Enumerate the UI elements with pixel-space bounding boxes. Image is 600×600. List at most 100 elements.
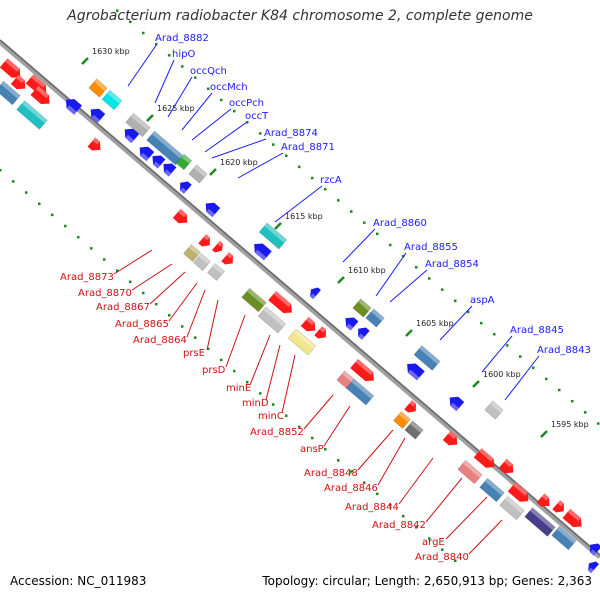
gene-label-arad-8842[interactable]: Arad_8842: [372, 520, 426, 531]
gene-label-mind[interactable]: minD: [242, 398, 269, 409]
gene-label-minc[interactable]: minC: [258, 411, 284, 422]
gene-label-occmch[interactable]: occMch: [210, 82, 248, 93]
leader-line: [181, 92, 213, 131]
feature-block: [352, 298, 372, 318]
gene-label-arad-8865[interactable]: Arad_8865: [115, 319, 169, 330]
gene-label-mine[interactable]: minE: [226, 383, 251, 394]
kbp-tick-mark: [146, 114, 154, 122]
gene-labels[interactable]: Arad_8882 hipO occQch occMch occPch occT Arad_…: [60, 33, 591, 563]
tick-dot: [220, 98, 223, 102]
gene-label-arad-8855[interactable]: Arad_8855: [404, 242, 458, 253]
tick-dot: [207, 347, 210, 351]
gene-label-hipo[interactable]: hipO: [172, 49, 195, 60]
gene-label-ansp[interactable]: ansP: [300, 444, 324, 455]
gene-label-arad-8845[interactable]: Arad_8845: [510, 325, 564, 336]
leader-line: [249, 334, 271, 386]
leader-line: [225, 314, 246, 368]
tick-dot: [480, 321, 483, 325]
reverse-cds: [65, 99, 82, 115]
gene-label-rzca[interactable]: rzcA: [320, 175, 342, 186]
tick-dot: [363, 481, 366, 484]
gene-label-arad-8870[interactable]: Arad_8870: [78, 288, 132, 299]
leader-line: [204, 121, 248, 153]
gene-label-arad-8860[interactable]: Arad_8860: [373, 218, 427, 229]
reverse-cds: [90, 108, 106, 124]
tick-dot: [51, 213, 54, 217]
feature-block: [193, 253, 211, 271]
tick-dot: [116, 269, 119, 272]
gene-label-prse[interactable]: prsE: [183, 348, 205, 359]
feature-block: [16, 100, 48, 130]
leader-line: [468, 519, 503, 555]
leader-line: [191, 108, 232, 141]
tick-dot: [571, 399, 574, 403]
label-leaders: [113, 43, 540, 555]
feature-block: [125, 112, 151, 138]
tick-dot: [506, 344, 509, 347]
gene-label-arad-8882[interactable]: Arad_8882: [155, 33, 209, 44]
gene-label-occqch[interactable]: occQch: [190, 66, 227, 77]
tick-dot: [220, 358, 223, 362]
tick-dot: [337, 459, 340, 462]
feature-block: [241, 287, 267, 313]
forward-cds: [498, 458, 514, 474]
feature-block: [183, 244, 201, 262]
gene-label-arad-8848[interactable]: Arad_8848: [304, 468, 358, 479]
gene-label-occt[interactable]: occT: [245, 111, 269, 122]
feature-block: [404, 420, 424, 440]
tick-dot: [207, 87, 210, 91]
gene-label-arad-8840[interactable]: Arad_8840: [415, 552, 469, 563]
feature-block: [484, 400, 504, 420]
gene-label-arad-8873[interactable]: Arad_8873: [60, 272, 114, 283]
gene-label-arad-8852[interactable]: Arad_8852: [250, 427, 304, 438]
tick-dot: [285, 154, 288, 157]
tick-dot: [272, 403, 275, 406]
accession-text: Accession: NC_011983: [10, 574, 147, 588]
leader-line: [375, 252, 407, 297]
gene-label-arad-8867[interactable]: Arad_8867: [96, 302, 150, 313]
kbp-tick-label: 1600 kbp: [483, 370, 521, 379]
gene-label-prsd[interactable]: prsD: [202, 365, 226, 376]
gene-label-arad-8864[interactable]: Arad_8864: [133, 335, 187, 346]
tick-dot: [272, 143, 275, 146]
gene-label-arad-8874[interactable]: Arad_8874: [264, 128, 318, 139]
forward-cds: [536, 493, 550, 507]
reverse-cds: [205, 202, 221, 218]
tick-dot: [324, 447, 327, 451]
leader-line: [281, 354, 296, 414]
tick-dot: [493, 333, 496, 336]
gene-label-aspa[interactable]: aspA: [470, 295, 495, 306]
gene-label-arad-8843[interactable]: Arad_8843: [537, 345, 591, 356]
leader-line: [445, 496, 488, 540]
tick-dot: [467, 310, 470, 314]
feature-block: [499, 495, 525, 521]
tick-dot: [12, 180, 15, 183]
gene-label-arad-8844[interactable]: Arad_8844: [345, 502, 399, 513]
tick-dot: [428, 537, 431, 540]
gene-label-occpch[interactable]: occPch: [229, 98, 264, 109]
leader-line: [425, 477, 463, 523]
feature-block: [524, 507, 556, 537]
leader-line: [389, 269, 428, 303]
feature-block: [175, 153, 193, 171]
tick-dot: [38, 202, 41, 205]
reverse-cds: [358, 327, 370, 340]
gene-label-arad-8871[interactable]: Arad_8871: [281, 142, 335, 153]
forward-cds: [350, 358, 374, 382]
forward-cds: [10, 74, 26, 90]
forward-cds: [314, 326, 326, 339]
kbp-tick-mark: [337, 276, 345, 284]
tick-dot: [376, 492, 379, 496]
gene-label-arad-8846[interactable]: Arad_8846: [324, 483, 378, 494]
reverse-cds: [124, 128, 140, 144]
tick-dot: [142, 291, 145, 295]
leader-line: [131, 263, 173, 291]
tick-dot: [558, 388, 561, 392]
gene-label-arge[interactable]: argE: [422, 537, 445, 548]
gene-label-arad-8854[interactable]: Arad_8854: [425, 259, 479, 270]
tick-dot: [155, 302, 158, 306]
forward-cds: [562, 508, 582, 528]
reverse-cds: [345, 317, 359, 331]
forward-cds: [221, 252, 233, 265]
